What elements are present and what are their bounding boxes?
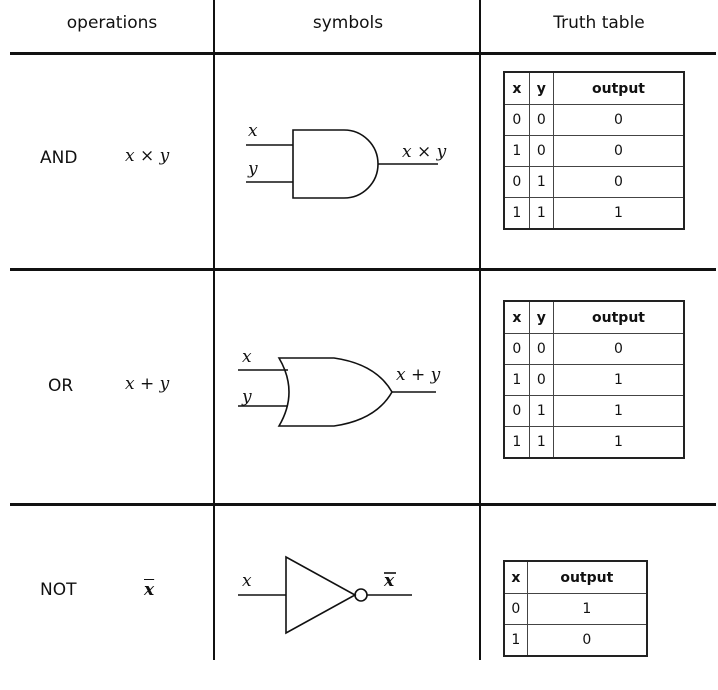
table-cell: 1 <box>553 197 685 230</box>
table-cell: 0 <box>503 104 530 136</box>
table-cell: 0 <box>503 333 530 365</box>
table-header-row: x y output <box>503 71 685 105</box>
or-input-x-label: x <box>242 347 252 367</box>
table-header-cell: y <box>528 71 555 105</box>
not-input-x-label: x <box>242 571 252 591</box>
table-cell: 0 <box>503 166 530 198</box>
table-cell: 0 <box>553 135 685 167</box>
table-cell: 0 <box>528 104 555 136</box>
row-divider-1 <box>10 268 716 271</box>
table-cell: 0 <box>553 166 685 198</box>
table-header-cell: x <box>503 560 528 594</box>
table-cell: 1 <box>528 166 555 198</box>
and-gate-symbol: x y x × y <box>246 121 447 199</box>
column-divider-2 <box>479 0 481 660</box>
table-cell: 1 <box>503 364 530 396</box>
table-cell: 1 <box>528 395 555 427</box>
table-cell: 1 <box>526 593 648 625</box>
table-cell: 1 <box>553 395 685 427</box>
table-cell: 0 <box>526 624 648 657</box>
table-cell: 1 <box>553 426 685 459</box>
op-name-and: AND <box>40 148 78 168</box>
op-name-not: NOT <box>40 580 77 600</box>
or-input-y-label: y <box>241 387 252 407</box>
not-gate-symbol: x x <box>238 555 412 635</box>
header-truth-table: Truth table <box>553 13 645 33</box>
table-header-cell: output <box>553 71 685 105</box>
table-cell: 1 <box>503 135 530 167</box>
op-name-or: OR <box>48 376 74 396</box>
table-header-cell: output <box>553 300 685 334</box>
row-divider-2 <box>10 503 716 506</box>
table-cell: 1 <box>528 197 555 230</box>
table-header-cell: x <box>503 71 530 105</box>
table-cell: 0 <box>528 135 555 167</box>
and-input-y-label: y <box>247 159 258 179</box>
table-cell: 0 <box>553 333 685 365</box>
table-cell: 0 <box>528 333 555 365</box>
table-cell: 0 <box>503 395 530 427</box>
op-expression-or: x + y <box>125 374 170 394</box>
table-header-cell: x <box>503 300 530 334</box>
table-cell: 1 <box>503 197 530 230</box>
table-header-row: x output <box>503 560 648 594</box>
and-input-x-label: x <box>248 121 258 141</box>
table-cell: 0 <box>503 593 528 625</box>
table-cell: 1 <box>503 624 528 657</box>
row-divider-header <box>10 52 716 55</box>
table-cell: 1 <box>528 426 555 459</box>
table-cell: 0 <box>553 104 685 136</box>
table-header-cell: output <box>526 560 648 594</box>
or-gate-symbol: x y x + y <box>238 347 441 427</box>
not-output-label: x <box>383 571 395 591</box>
table-cell: 0 <box>528 364 555 396</box>
table-cell: 1 <box>553 364 685 396</box>
table-cell: 1 <box>503 426 530 459</box>
table-header-cell: y <box>528 300 555 334</box>
op-expression-not: x <box>144 580 155 600</box>
column-divider-1 <box>213 0 215 660</box>
and-output-label: x × y <box>402 142 447 162</box>
table-header-row: x y output <box>503 300 685 334</box>
header-symbols: symbols <box>312 13 384 33</box>
header-operations: operations <box>66 13 158 33</box>
or-output-label: x + y <box>396 365 441 385</box>
op-expression-and: x × y <box>125 146 170 166</box>
